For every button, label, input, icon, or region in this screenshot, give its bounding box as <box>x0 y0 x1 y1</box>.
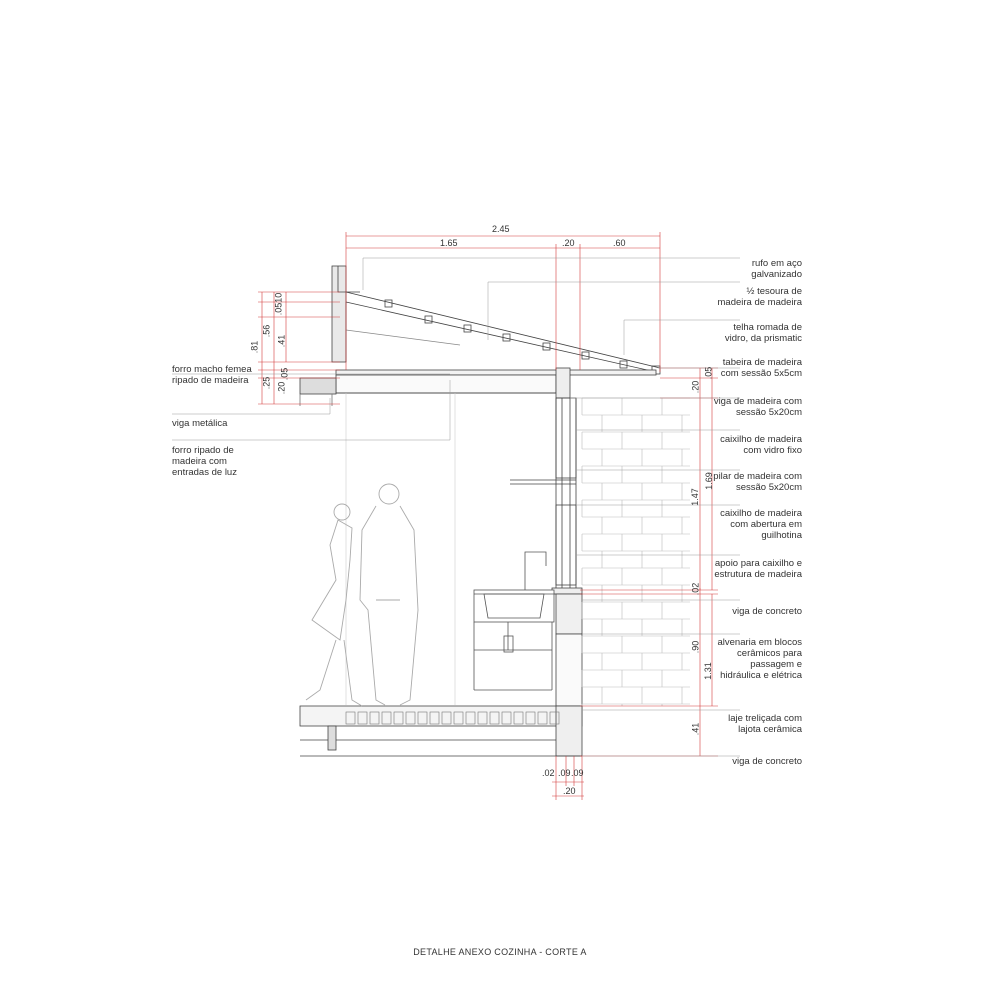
facade <box>299 367 583 757</box>
label-caixilho-fixo: caixilho de madeira com vidro fixo <box>720 434 802 456</box>
human-figures <box>305 483 419 707</box>
caixilho-guilhotina <box>555 504 577 586</box>
label-forro-ripado: forro ripado de madeira com entradas de … <box>172 445 237 478</box>
purlin <box>619 360 628 369</box>
viga-madeira <box>555 367 571 399</box>
dim-bottom-c: .09 <box>571 768 584 778</box>
dim-right-slab: .41 <box>690 722 701 736</box>
tesoura-diagonal <box>345 329 461 346</box>
label-alvenaria: alvenaria em blocos cerâmicos para passa… <box>717 637 803 681</box>
dim-bottom-b: .09 <box>558 768 571 778</box>
laje-trelicada <box>299 705 583 727</box>
dim-right-beam: .20 <box>690 380 701 394</box>
dim-left-total: .81 <box>249 340 260 354</box>
rafter-bottom <box>345 301 657 373</box>
purlin <box>384 299 393 308</box>
label-tabeira: tabeira de madeira com sessão 5x5cm <box>720 357 802 379</box>
label-pilar: pilar de madeira com sessão 5x20cm <box>713 471 802 493</box>
label-apoio: apoio para caixilho e estrutura de madei… <box>714 558 802 580</box>
dim-right-wall-upper: .90 <box>690 640 701 654</box>
alvenaria <box>555 633 583 707</box>
dim-left-forro: .20 <box>276 381 287 395</box>
apoio-caixilho <box>551 587 583 595</box>
label-viga-concreto: viga de concreto <box>732 606 802 617</box>
roof <box>299 265 661 406</box>
label-telha: telha romada de vidro, da prismatic <box>724 322 802 344</box>
label-viga-metalica: viga metálica <box>172 418 228 429</box>
viga-concreto <box>555 593 583 635</box>
dim-left-tesoura: .56 <box>261 324 272 338</box>
dim-right-window-lower: 1.47 <box>689 488 700 506</box>
dim-bottom-a: .02 <box>542 768 555 778</box>
viga-concreto-inferior <box>555 705 583 757</box>
lajota-blocks <box>345 711 560 725</box>
forro-ripado <box>335 374 557 394</box>
label-viga-concreto-inferior: viga de concreto <box>732 756 802 767</box>
dim-right-apoio: .02 <box>690 582 701 596</box>
dim-left-forro-upper: .05 <box>279 367 290 381</box>
viga-metalica <box>299 377 337 395</box>
dim-bottom-total: .20 <box>563 786 576 796</box>
dim-top-left: 1.65 <box>440 238 458 248</box>
purlin <box>542 342 551 351</box>
label-tesoura: ½ tesoura de madeira de madeira <box>717 286 803 308</box>
purlin <box>424 315 433 324</box>
dim-left-slope: .41 <box>276 334 287 348</box>
sink <box>473 551 556 691</box>
rufo-parapet <box>331 265 347 363</box>
dim-top-overall: 2.45 <box>492 224 510 234</box>
caixilho-vidro-fixo <box>555 397 577 479</box>
dim-top-middle: .20 <box>562 238 575 248</box>
purlin <box>463 324 472 333</box>
purlin <box>581 351 590 360</box>
dim-left-tesoura-upper: .05 <box>273 302 284 316</box>
purlin <box>502 333 511 342</box>
label-rufo: rufo em aço galvanizado <box>751 258 802 280</box>
brick-pattern <box>581 397 690 706</box>
sheet-title: DETALHE ANEXO COZINHA - CORTE A <box>413 947 587 957</box>
label-viga-madeira: viga de madeira com sessão 5x20cm <box>713 396 802 418</box>
label-forro-macho-femea: forro macho femea ripado de madeira <box>172 364 252 386</box>
label-caixilho-guilhotina: caixilho de madeira com abertura em guil… <box>720 508 802 541</box>
label-laje: laje treliçada com lajota cerâmica <box>728 713 802 735</box>
leader-lines <box>172 257 740 757</box>
rafter-top <box>345 291 661 369</box>
dim-top-right: .60 <box>613 238 626 248</box>
